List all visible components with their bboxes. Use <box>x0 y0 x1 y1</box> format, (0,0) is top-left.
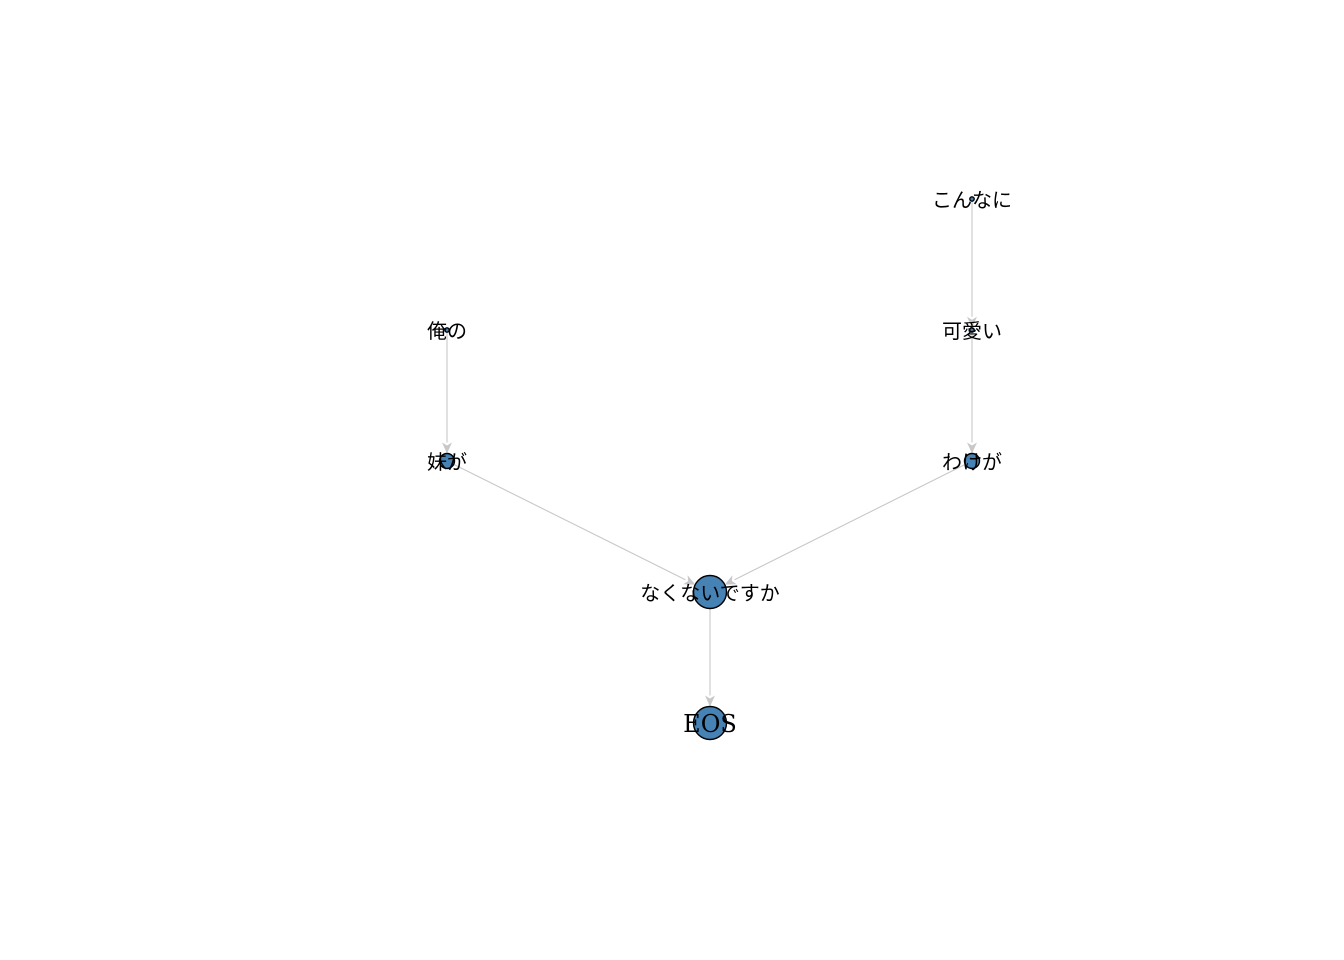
node-label-wakega: わけが <box>942 450 1002 474</box>
edge-imouto-to-nakunai <box>446 460 686 581</box>
node-label-kawaii: 可愛い <box>942 319 1002 343</box>
edge-wakega-to-nakunai <box>734 460 973 581</box>
node-kawaii <box>969 327 975 333</box>
node-label-eos: EOS <box>683 710 737 738</box>
node-label-konnani: こんなに <box>932 188 1012 212</box>
node-orenо <box>444 327 450 333</box>
arrowhead-nakunai-to-eos <box>705 695 715 707</box>
node-label-nakunai: なくないですか <box>640 581 779 605</box>
arrowhead-kawaii-to-wakega <box>967 442 977 454</box>
node-imouto <box>438 452 456 470</box>
node-wakega <box>963 452 981 470</box>
node-label-orenо: 俺の <box>427 319 467 343</box>
arrowhead-wakega-to-nakunai <box>724 575 737 585</box>
arrowhead-konnani-to-kawaii <box>967 316 977 328</box>
node-nakunai <box>692 574 728 610</box>
node-eos <box>692 705 728 741</box>
node-layer <box>438 196 981 741</box>
node-label-imouto: 妹が <box>427 450 467 474</box>
arrowhead-imouto-to-nakunai <box>683 575 696 585</box>
edge-layer <box>442 199 977 707</box>
arrowhead-orenо-to-imouto <box>442 442 452 454</box>
node-konnani <box>969 196 975 202</box>
